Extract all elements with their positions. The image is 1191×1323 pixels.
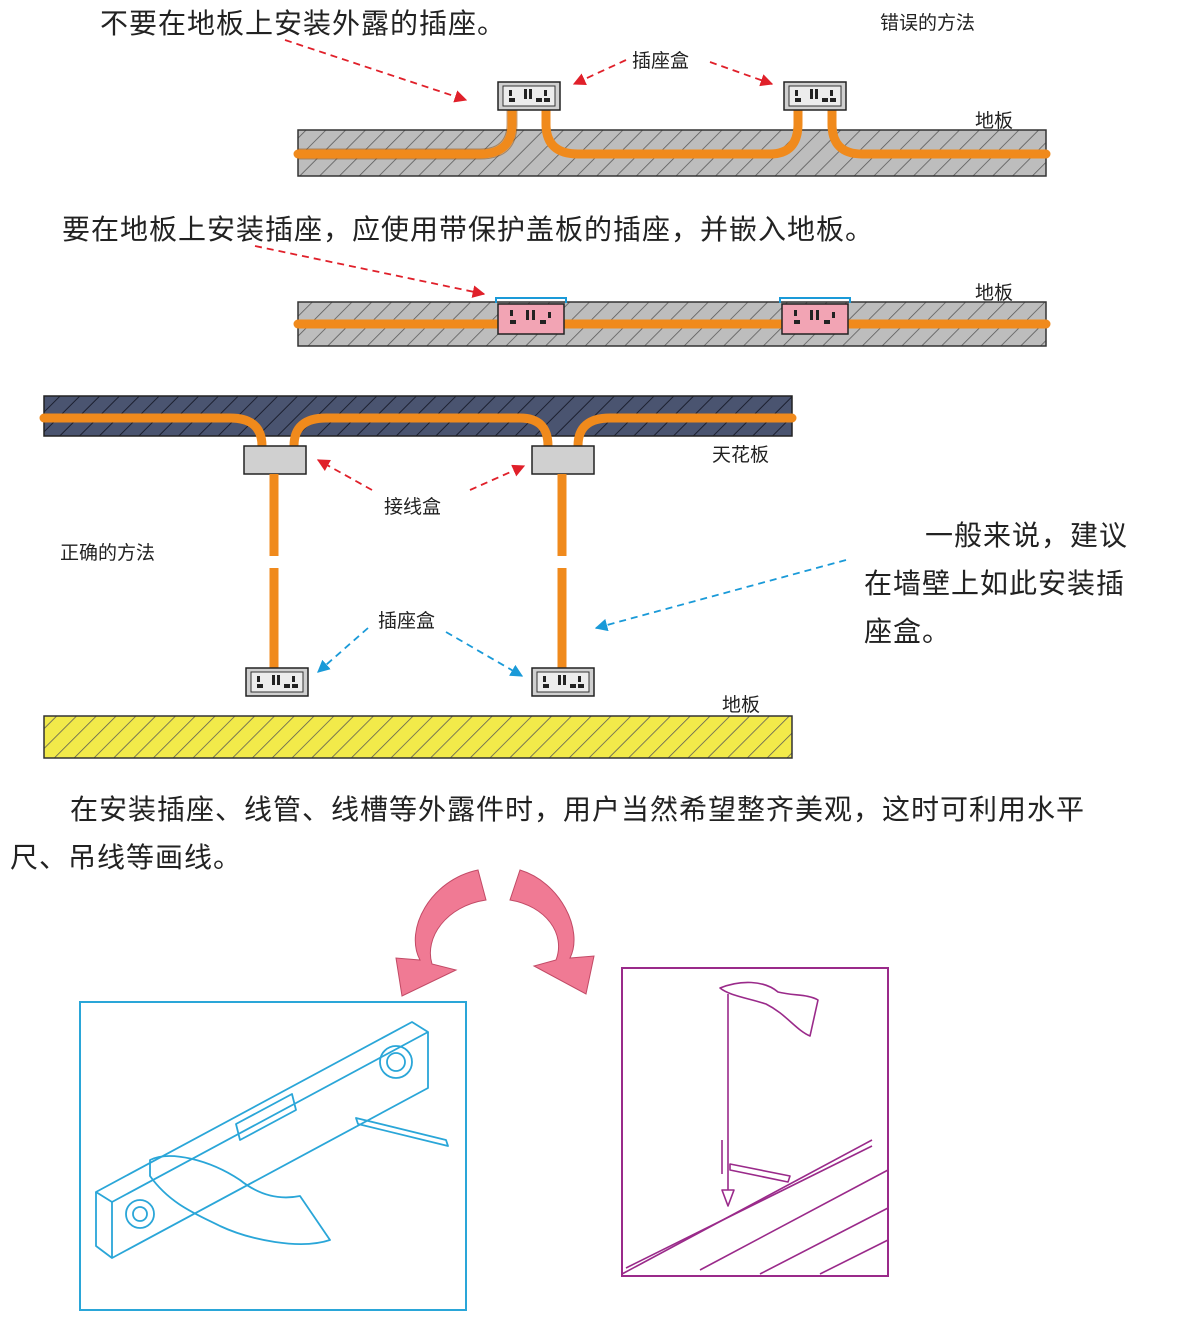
instruction-text: 要在地板上安装插座，应使用带保护盖板的插座，并嵌入地板。: [62, 213, 875, 246]
warning-text: 不要在地板上安装外露的插座。: [100, 7, 507, 40]
curved-arrows: [395, 869, 595, 997]
floor-label-top: 地板: [975, 110, 1014, 132]
arrows-top: [284, 39, 774, 103]
paragraph-line-2: 尺、吊线等画线。: [10, 841, 243, 874]
advice-line-2: 在墙壁上如此安装插: [864, 567, 1126, 600]
ceiling-label: 天花板: [712, 444, 770, 466]
wall-socket-left: [245, 667, 309, 697]
recessed-socket-left: [495, 297, 567, 335]
junction-box-right: [531, 445, 595, 475]
floor-label-bottom: 地板: [722, 694, 761, 716]
recessed-socket-right: [779, 297, 851, 335]
wall-socket-right: [531, 667, 595, 697]
spirit-level-panel: [79, 1001, 467, 1311]
wire-top: [293, 105, 1051, 159]
wire-top-outline: [298, 110, 518, 160]
socket-box-label-wall: 插座盒: [378, 610, 436, 632]
arrows-wall: [316, 459, 847, 677]
correct-method-label: 正确的方法: [60, 542, 156, 564]
floor-slab-bottom: [43, 715, 793, 759]
arrow-middle: [254, 245, 486, 298]
floor-label-middle: 地板: [975, 282, 1014, 304]
wire-ceiling: [39, 413, 797, 451]
plumb-line-panel: [621, 967, 889, 1277]
junction-box-left: [243, 445, 307, 475]
exposed-socket-right: [783, 81, 847, 111]
wire-wall: [269, 474, 567, 668]
socket-box-label-top: 插座盒: [632, 50, 690, 72]
advice-line-3: 座盒。: [864, 615, 952, 648]
advice-line-1: 一般来说，建议: [925, 519, 1129, 552]
exposed-socket-left: [497, 81, 561, 111]
wrong-method-label: 错误的方法: [880, 12, 976, 34]
paragraph-line-1: 在安装插座、线管、线槽等外露件时，用户当然希望整齐美观，这时可利用水平: [70, 793, 1086, 826]
junction-box-label: 接线盒: [384, 496, 442, 518]
